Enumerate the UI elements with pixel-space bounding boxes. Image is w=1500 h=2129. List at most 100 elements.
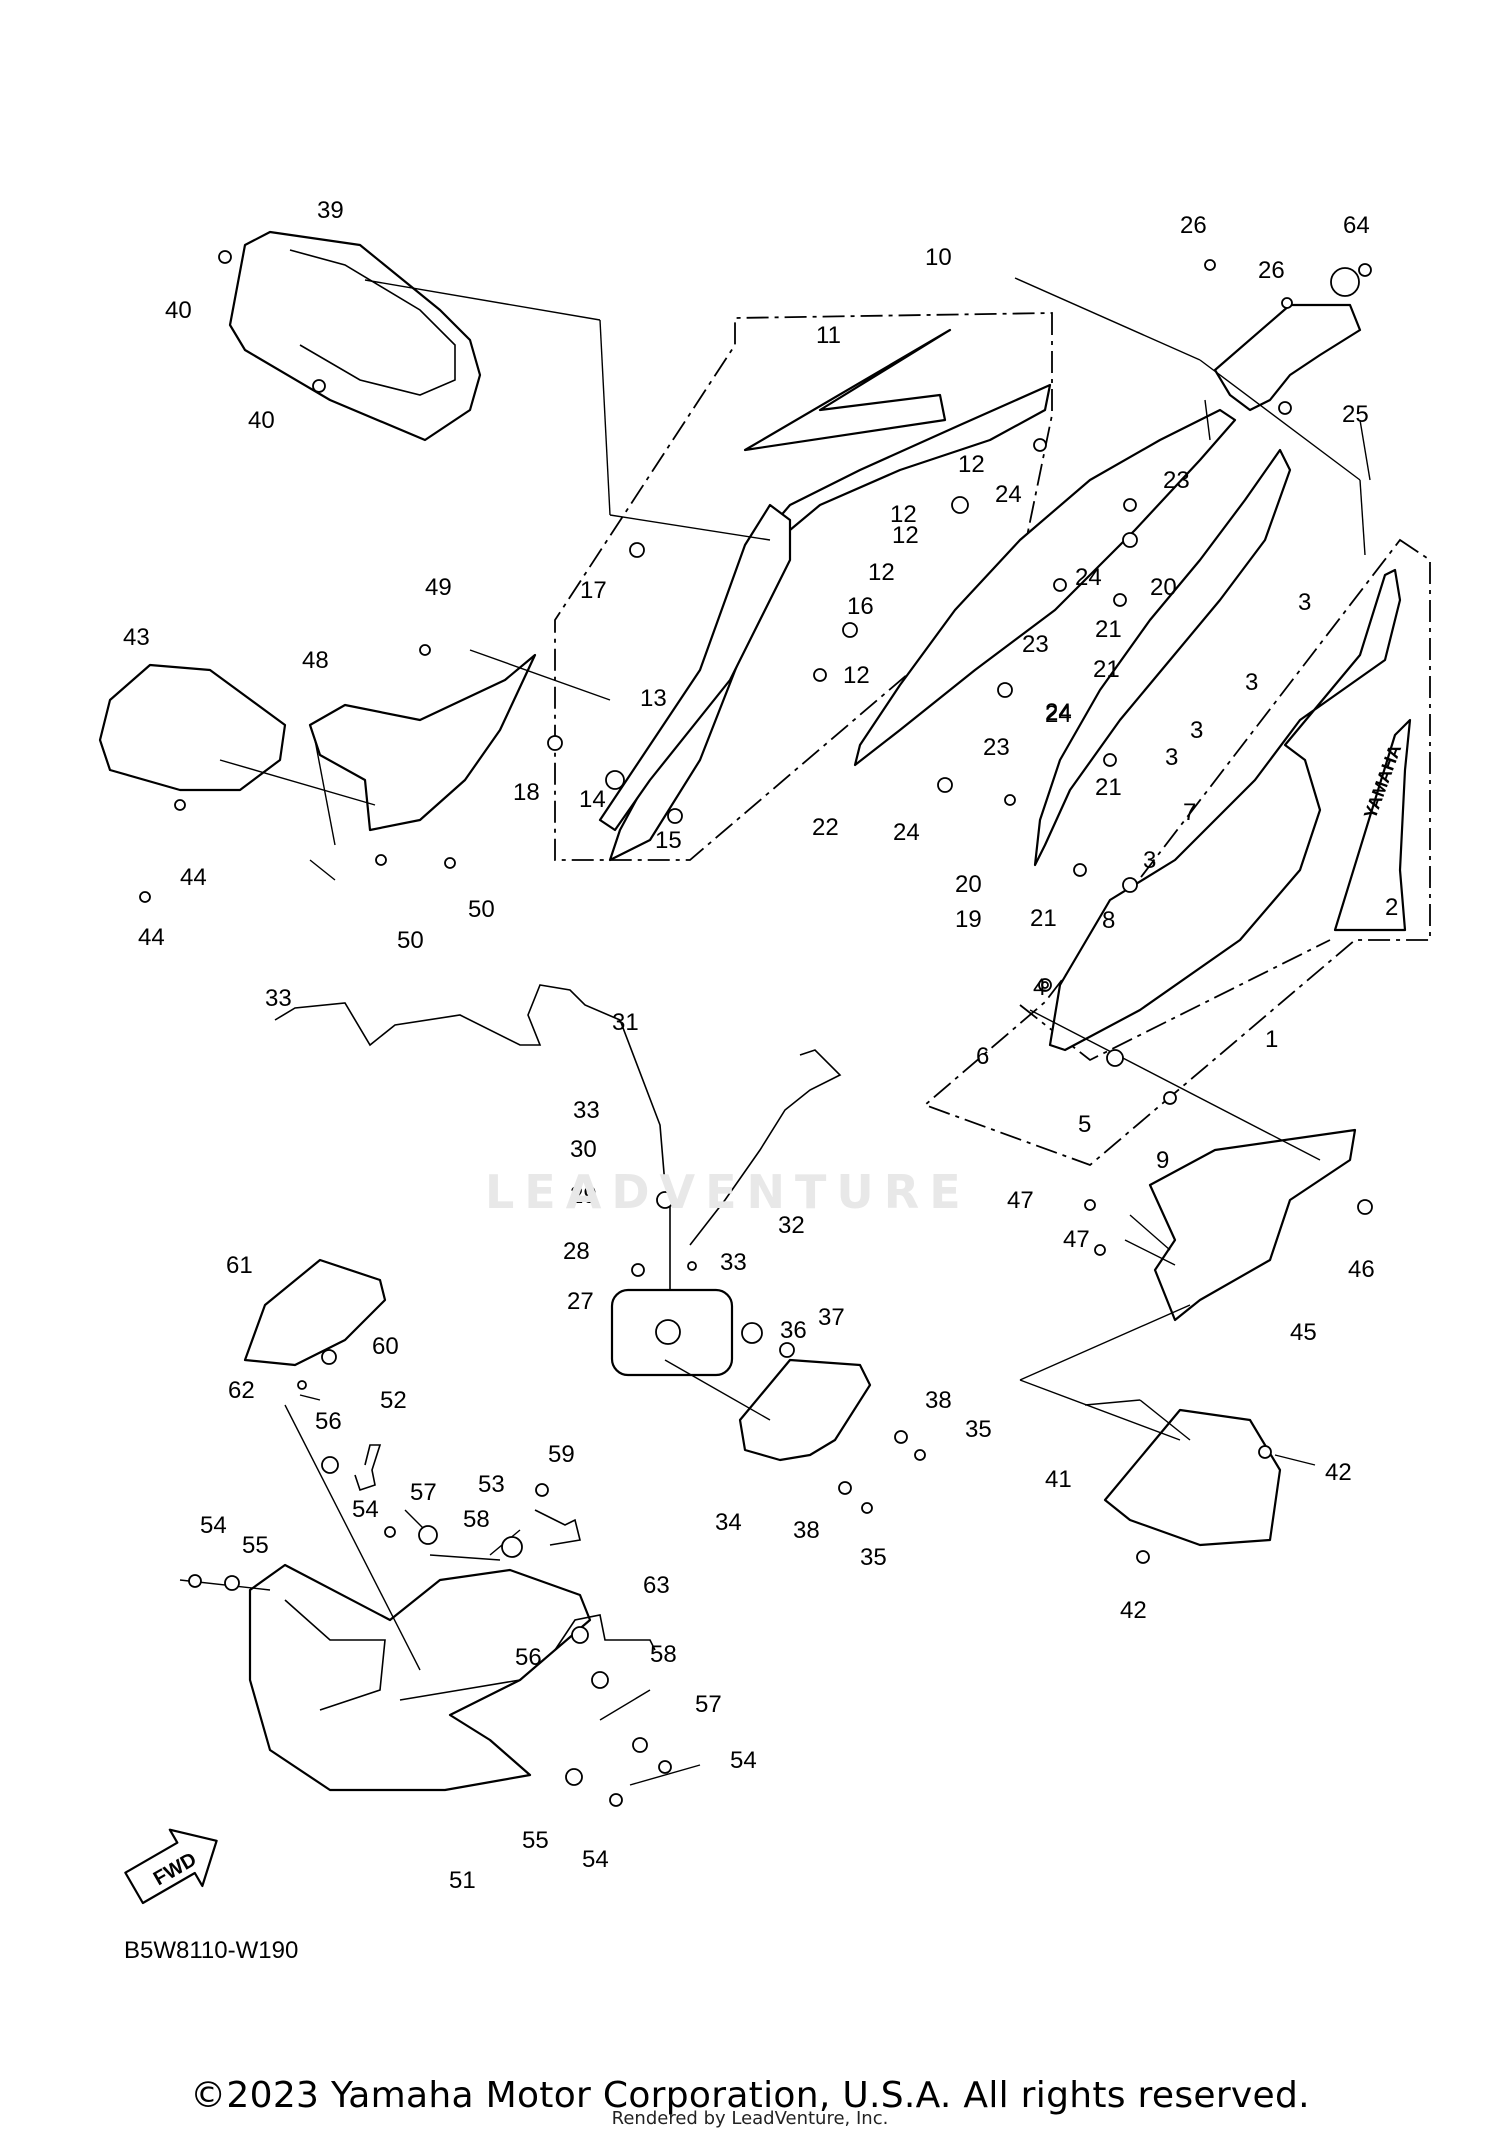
callout-label: 31 (612, 1009, 639, 1036)
callout-label: 24 (995, 481, 1022, 508)
callout-label: 3 (1245, 669, 1258, 696)
side-cover-part-2 (1048, 568, 1402, 1052)
callout-label: 50 (468, 896, 495, 923)
hose-part-32 (689, 1049, 842, 1246)
callout-label: 47 (1007, 1187, 1034, 1214)
callout-label: 42 (1120, 1597, 1147, 1624)
callout-label: 12 (843, 662, 870, 689)
callout-label: 24 (1045, 701, 1072, 728)
callout-label: 39 (317, 197, 344, 224)
diagram-reference-code: B5W8110-W190 (124, 1937, 299, 1964)
frame-rail-left (598, 503, 792, 832)
callout-label: 44 (180, 864, 207, 891)
callout-label: 52 (380, 1387, 407, 1414)
callout-label: 12 (892, 522, 919, 549)
tail-cap-part-64 (1330, 267, 1360, 297)
callout-label: 55 (522, 1827, 549, 1854)
callout-label: 58 (463, 1506, 490, 1533)
callout-label: 36 (780, 1317, 807, 1344)
callout-label: 37 (818, 1304, 845, 1331)
inner-cover-part-22 (853, 408, 1237, 767)
callout-label: 44 (138, 924, 165, 951)
callout-label: 49 (425, 574, 452, 601)
leader-lines (179, 277, 1371, 1786)
callout-label: 45 (1290, 1319, 1317, 1346)
callout-label: 3 (1190, 717, 1203, 744)
callout-label: 56 (515, 1644, 542, 1671)
callout-label: 22 (812, 814, 839, 841)
panel-part-43 (98, 663, 287, 792)
callout-label: 57 (410, 1479, 437, 1506)
side-cowl-part-39 (228, 230, 482, 442)
decal-part-11 (743, 328, 952, 452)
callout-label: 20 (955, 871, 982, 898)
callout-label: 35 (860, 1544, 887, 1571)
copyright-notice: ©2023 Yamaha Motor Corporation, U.S.A. A… (190, 2075, 1310, 2116)
callout-label: 15 (655, 827, 682, 854)
callout-label: 54 (730, 1747, 757, 1774)
callout-label: 8 (1102, 907, 1115, 934)
bracket-part-53 (534, 1509, 581, 1546)
front-cowl-part-51 (248, 1563, 592, 1792)
callout-label: 33 (720, 1249, 747, 1276)
callout-label: 46 (1348, 1256, 1375, 1283)
callout-label: 21 (1093, 656, 1120, 683)
callout-label: 4 (1033, 974, 1046, 1001)
callout-label: 12 (868, 559, 895, 586)
callout-label: 54 (200, 1512, 227, 1539)
callout-label: 7 (1183, 799, 1196, 826)
cover-part-48 (308, 653, 537, 832)
callout-label: 27 (567, 1288, 594, 1315)
callout-label: 40 (248, 407, 275, 434)
callout-label: 12 (890, 501, 917, 528)
tail-bracket-part-25 (1213, 303, 1362, 412)
callout-label: 59 (548, 1441, 575, 1468)
callout-label: 24 (1045, 699, 1072, 726)
callout-label: 24 (893, 819, 920, 846)
callout-label: 55 (242, 1532, 269, 1559)
callout-label: 12 (958, 451, 985, 478)
callout-label: 33 (265, 985, 292, 1012)
side-cowl-inner-39 (289, 249, 456, 396)
callout-label: 3 (1298, 589, 1311, 616)
callout-label: 19 (955, 906, 982, 933)
rendered-by-credit: Rendered by LeadVenture, Inc. (611, 2108, 889, 2129)
callout-label: 54 (582, 1846, 609, 1873)
hardware (139, 250, 1373, 1807)
callout-label: 10 (925, 244, 952, 271)
callout-label: 23 (983, 734, 1010, 761)
callout-label: 2 (1385, 894, 1398, 921)
callout-label: 42 (1325, 1459, 1352, 1486)
rear-panel-part-45 (1148, 1128, 1357, 1322)
callout-label: 21 (1095, 774, 1122, 801)
callout-labels: 1 2 3 3 3 3 3 4 5 6 7 8 9 10 11 12 12 12… (123, 197, 1398, 1894)
side-cover-decal-2 (1333, 718, 1412, 932)
callout-label: 20 (1150, 574, 1177, 601)
callout-label: 26 (1180, 212, 1207, 239)
callout-label: 17 (580, 577, 607, 604)
callout-label: 53 (478, 1471, 505, 1498)
bracket-part-34 (738, 1358, 872, 1462)
callout-label: 1 (1265, 1026, 1278, 1053)
group-outline-1 (923, 538, 1431, 1167)
callout-label: 5 (1078, 1111, 1091, 1138)
callout-label: 51 (449, 1867, 476, 1894)
callout-label: 40 (165, 297, 192, 324)
callout-label: 16 (847, 593, 874, 620)
callout-label: 29 (570, 1182, 597, 1209)
callout-label: 48 (302, 647, 329, 674)
callout-label: 25 (1342, 401, 1369, 428)
callout-label: 32 (778, 1212, 805, 1239)
callout-label: 11 (816, 322, 841, 349)
callout-label: 9 (1156, 1147, 1169, 1174)
callout-label: 3 (1143, 847, 1156, 874)
bracket-part-63 (554, 1614, 656, 1651)
callout-label: 21 (1030, 905, 1057, 932)
callout-label: 61 (226, 1252, 253, 1279)
callout-label: 38 (925, 1387, 952, 1414)
inner-cover-part-lower (1033, 448, 1292, 867)
callout-label: 33 (573, 1097, 600, 1124)
front-cowl-inner-51 (284, 1599, 521, 1711)
callout-label: 34 (715, 1509, 742, 1536)
callout-label: 58 (650, 1641, 677, 1668)
